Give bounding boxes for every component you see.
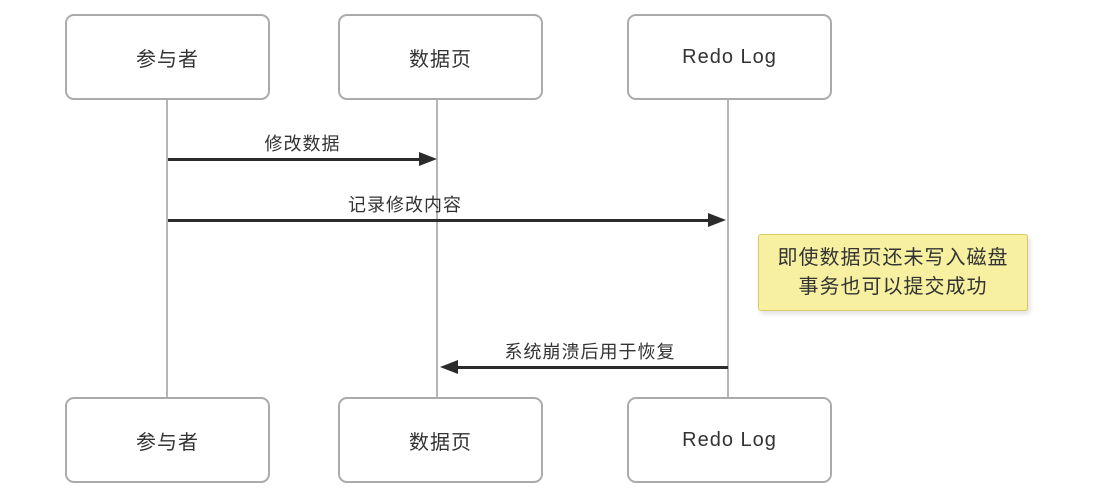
note-line: 事务也可以提交成功 — [798, 275, 988, 298]
actor-box-top-datapage: 数据页 — [338, 14, 543, 100]
message-arrow-crash-recovery — [458, 366, 728, 369]
note-box: 即使数据页还未写入磁盘 事务也可以提交成功 — [758, 234, 1028, 311]
arrowhead-right-icon — [708, 213, 726, 227]
actor-label: Redo Log — [682, 45, 777, 68]
message-arrow-record-changes — [168, 219, 708, 222]
note-line: 即使数据页还未写入磁盘 — [777, 246, 1009, 269]
lifeline-datapage — [436, 100, 438, 397]
message-label-crash-recovery: 系统崩溃后用于恢复 — [504, 342, 676, 362]
message-label-modify-data: 修改数据 — [264, 134, 341, 154]
actor-label: 数据页 — [409, 48, 472, 71]
actor-box-top-redolog: Redo Log — [627, 14, 832, 100]
actor-label: Redo Log — [682, 428, 777, 451]
actor-label: 参与者 — [136, 431, 199, 454]
actor-label: 参与者 — [136, 48, 199, 71]
actor-box-bottom-redolog: Redo Log — [627, 397, 832, 483]
actor-label: 数据页 — [409, 431, 472, 454]
message-arrow-modify-data — [168, 158, 419, 161]
lifeline-participant — [166, 100, 168, 397]
arrowhead-left-icon — [440, 360, 458, 374]
arrowhead-right-icon — [419, 152, 437, 166]
actor-box-bottom-participant: 参与者 — [65, 397, 270, 483]
lifeline-redolog — [727, 100, 729, 397]
actor-box-bottom-datapage: 数据页 — [338, 397, 543, 483]
actor-box-top-participant: 参与者 — [65, 14, 270, 100]
message-label-record-changes: 记录修改内容 — [348, 195, 462, 215]
